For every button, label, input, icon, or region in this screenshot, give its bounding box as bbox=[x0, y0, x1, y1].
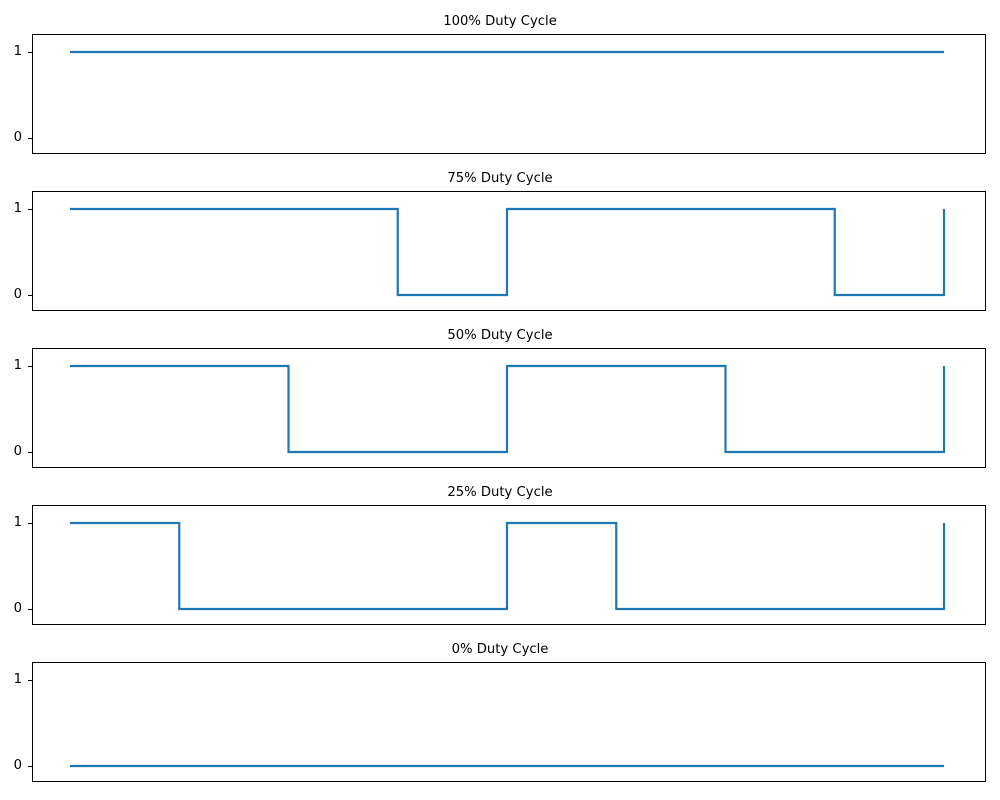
subplot-title-50: 50% Duty Cycle bbox=[447, 328, 553, 343]
ytick-mark-25-1 bbox=[28, 522, 32, 524]
subplot-title-100: 100% Duty Cycle bbox=[443, 14, 557, 29]
ytick-label-25-1: 1 bbox=[13, 515, 22, 530]
axes-frame-0 bbox=[32, 662, 986, 782]
ytick-mark-100-0 bbox=[28, 137, 32, 139]
ytick-mark-75-0 bbox=[28, 294, 32, 296]
subplot-title-25: 25% Duty Cycle bbox=[447, 485, 553, 500]
ytick-label-25-0: 0 bbox=[13, 601, 22, 616]
ytick-label-0-0: 0 bbox=[13, 758, 22, 773]
ytick-label-50-1: 1 bbox=[13, 358, 22, 373]
subplot-title-75: 75% Duty Cycle bbox=[447, 171, 553, 186]
axes-frame-75 bbox=[32, 191, 986, 311]
ytick-label-75-0: 0 bbox=[13, 287, 22, 302]
ytick-label-75-1: 1 bbox=[13, 201, 22, 216]
ytick-label-50-0: 0 bbox=[13, 444, 22, 459]
axes-frame-25 bbox=[32, 505, 986, 625]
axes-frame-100 bbox=[32, 34, 986, 154]
ytick-label-100-0: 0 bbox=[13, 130, 22, 145]
ytick-mark-25-0 bbox=[28, 608, 32, 610]
ytick-mark-75-1 bbox=[28, 208, 32, 210]
subplot-title-0: 0% Duty Cycle bbox=[451, 642, 549, 657]
ytick-mark-100-1 bbox=[28, 51, 32, 53]
ytick-mark-0-0 bbox=[28, 765, 32, 767]
ytick-mark-50-0 bbox=[28, 451, 32, 453]
ytick-label-0-1: 1 bbox=[13, 672, 22, 687]
ytick-mark-0-1 bbox=[28, 679, 32, 681]
ytick-label-100-1: 1 bbox=[13, 44, 22, 59]
axes-frame-50 bbox=[32, 348, 986, 468]
ytick-mark-50-1 bbox=[28, 365, 32, 367]
